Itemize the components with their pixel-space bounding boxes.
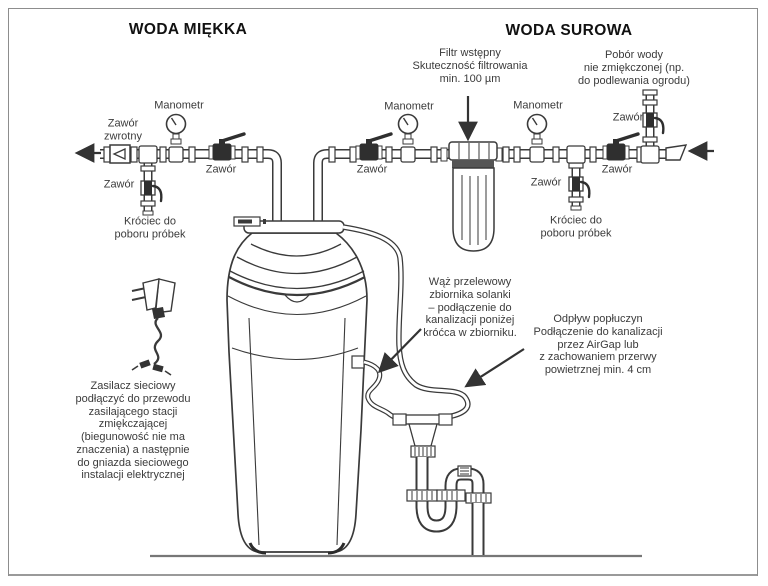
hose-couplings	[392, 413, 453, 426]
overflow-port	[351, 355, 365, 369]
ball-valve-right	[602, 132, 640, 161]
sampling-valve-right	[568, 176, 591, 211]
label-garden-tap: Pobór wody nie zmiękczonej (np. do podle…	[578, 48, 690, 87]
label-prefilter: Filtr wstępny Skuteczność filtrowania mi…	[412, 46, 528, 85]
label-sampling-valve-right: Zawór	[530, 176, 562, 189]
label-manometer-middle: Manometr	[384, 100, 434, 113]
overflow-hose	[363, 359, 405, 422]
title-soft-water: WODA MIĘKKA	[128, 21, 248, 38]
label-valve-middle: Zawór	[356, 163, 388, 176]
label-sampling-port-right: Króciec do poboru próbek	[540, 214, 612, 239]
label-sampling-valve-left: Zawór	[103, 178, 135, 191]
label-overflow-hose: Wąż przelewowy zbiornika solanki – podłą…	[423, 276, 517, 340]
check-valve	[109, 144, 131, 164]
power-adapter	[131, 278, 176, 376]
manometer-left	[165, 113, 187, 145]
garden-valve	[642, 112, 665, 135]
title-raw-water: WODA SUROWA	[505, 22, 633, 39]
label-sampling-port-left: Króciec do poboru próbek	[114, 215, 186, 240]
label-manometer-right: Manometr	[513, 99, 563, 112]
label-valve-left: Zawór	[205, 163, 237, 176]
label-power-adapter: Zasilacz sieciowy podłączyć do przewodu …	[75, 380, 191, 482]
drain-hose	[342, 224, 471, 420]
overflow-label-arrow	[377, 328, 422, 374]
manometer-middle	[397, 113, 419, 145]
label-drain-outlet: Odpływ popłuczyn Podłączenie do kanaliza…	[533, 313, 663, 377]
label-manometer-left: Manometr	[154, 99, 204, 112]
label-check-valve: Zawór zwrotny	[104, 117, 142, 142]
branch-couplings	[140, 89, 658, 207]
ball-valve-left	[208, 132, 246, 161]
sampling-valve-left	[140, 180, 163, 216]
ball-valve-middle	[355, 132, 393, 161]
tee-fittings	[138, 145, 660, 164]
manometer-right	[526, 113, 548, 145]
prefilter	[440, 141, 503, 252]
drain-assembly	[405, 414, 492, 555]
label-garden-valve: Zawór	[612, 111, 644, 124]
diagram-border	[8, 8, 758, 576]
label-valve-right: Zawór	[601, 163, 633, 176]
pipe-open-end	[665, 144, 688, 161]
drain-label-arrow	[464, 348, 525, 388]
softener-tank	[226, 216, 368, 555]
